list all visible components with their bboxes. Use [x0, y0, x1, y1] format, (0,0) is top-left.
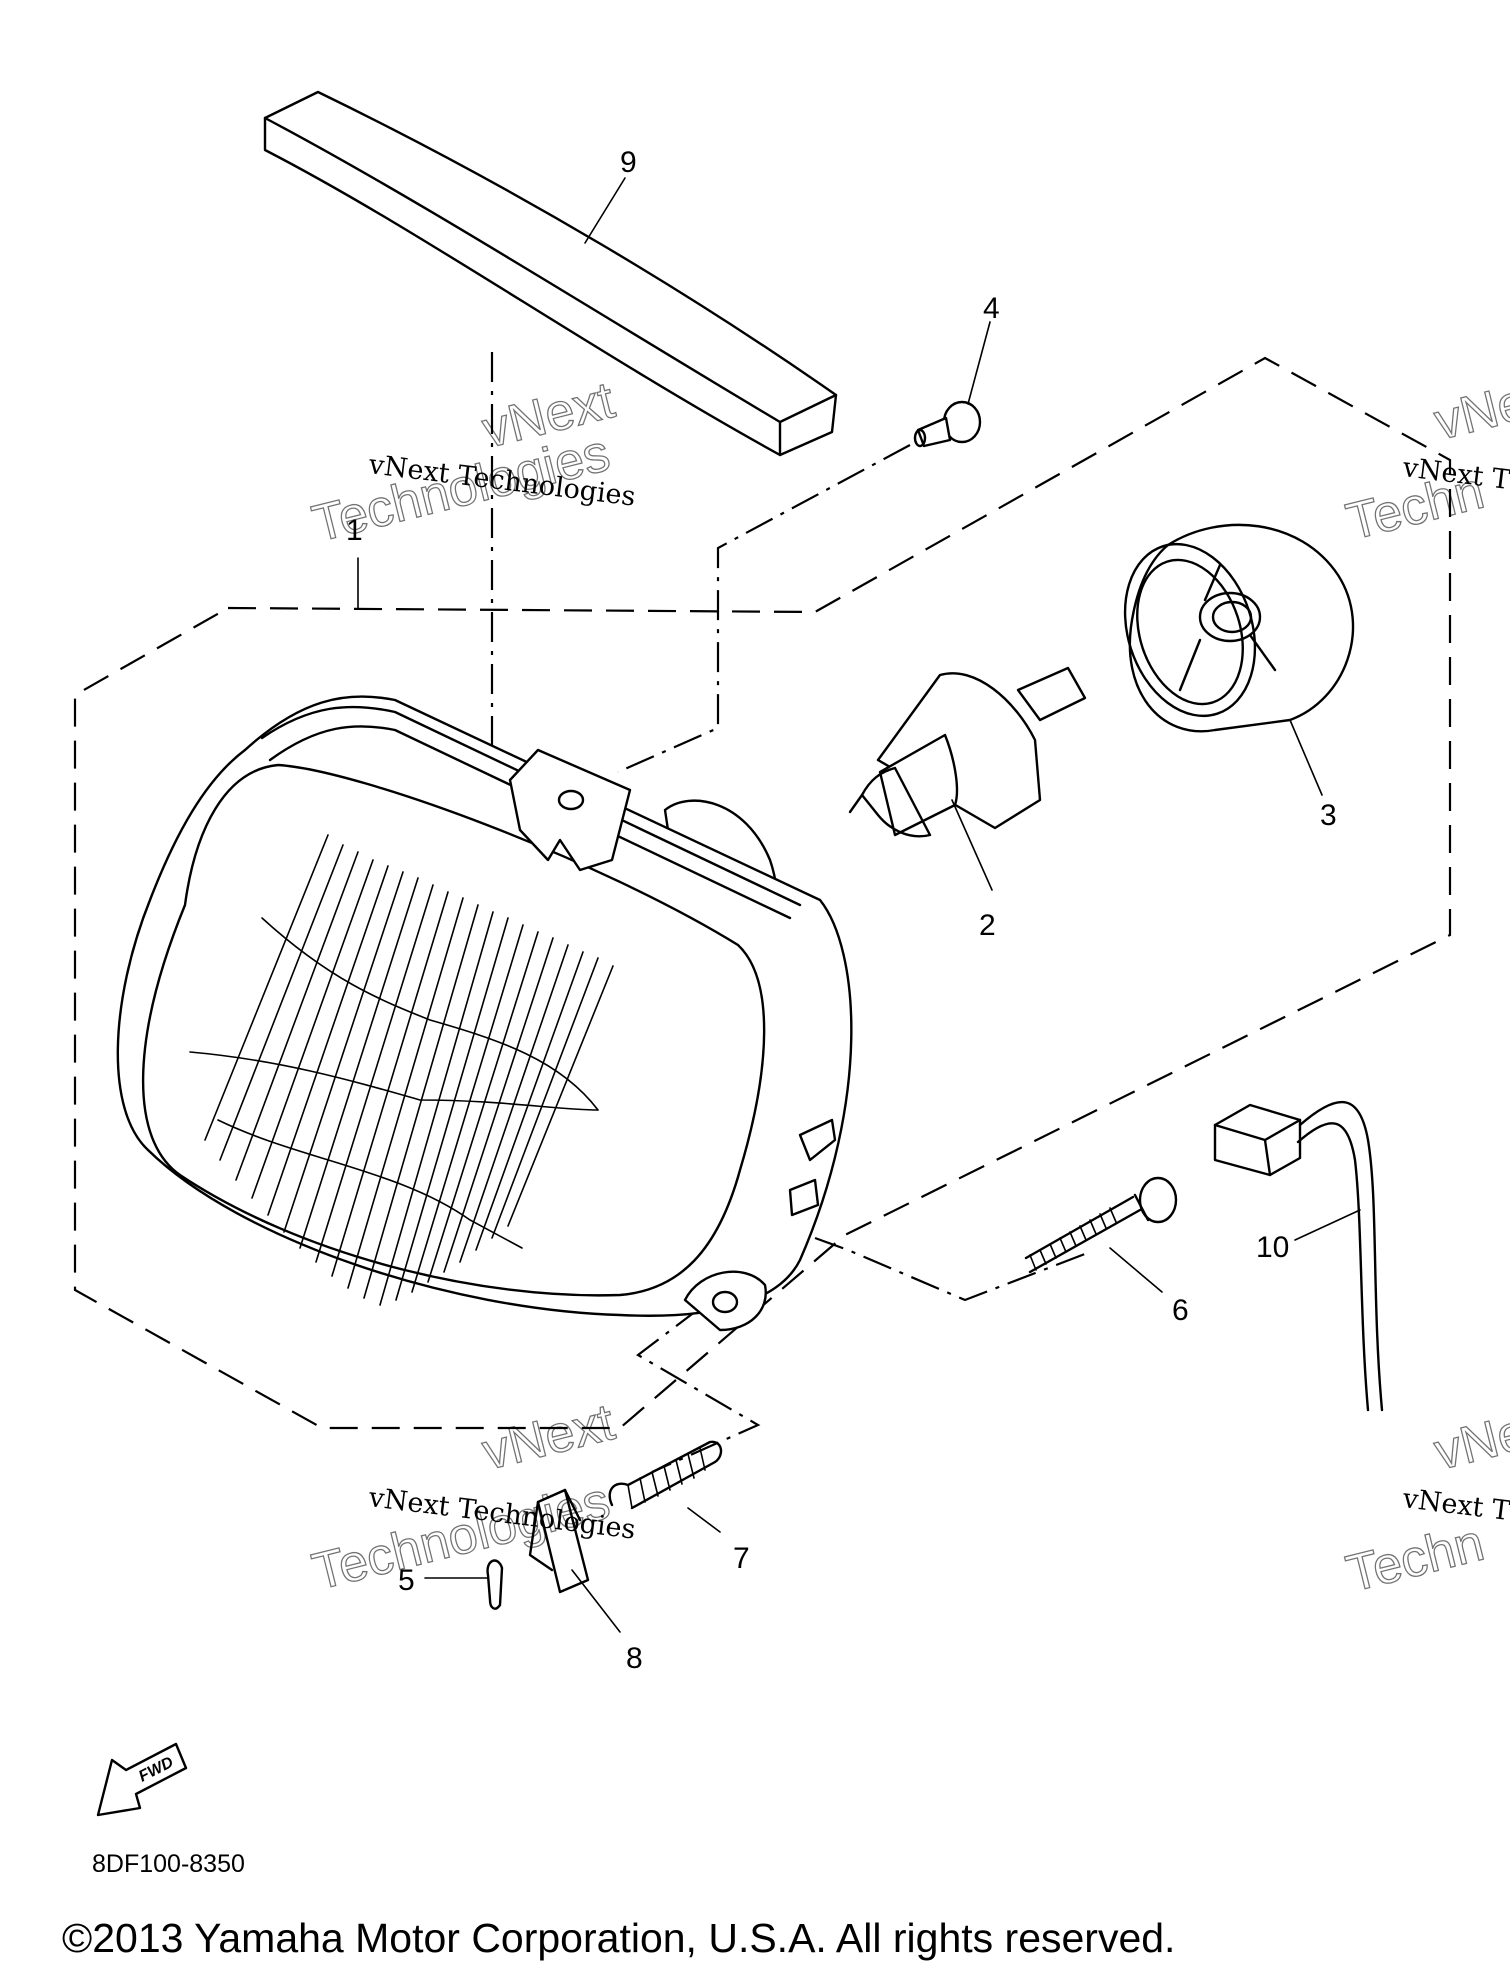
callout-4: 4: [983, 292, 1000, 325]
part-1-headlight: [116, 695, 853, 1332]
part-3-cover: [1123, 523, 1355, 733]
part-6-bolt: [1024, 1176, 1178, 1274]
leader-6: [1109, 1247, 1163, 1293]
callout-1: 1: [346, 514, 363, 547]
watermark-top-left: vNext Technologies vNext Technologies: [306, 370, 637, 554]
leader-3: [1289, 719, 1323, 796]
mount-line-6: [814, 1236, 1091, 1302]
leader-2: [951, 799, 993, 891]
leader-4: [967, 321, 991, 405]
leader-10: [1294, 1209, 1361, 1241]
part-9-visor: [263, 90, 838, 457]
watermark-bottom-right: vNext Techn vNext T: [1340, 1392, 1510, 1604]
svg-text:vNext: vNext: [477, 1393, 621, 1482]
svg-text:vNext: vNext: [1429, 1393, 1510, 1482]
assembly-outline: [73, 356, 1452, 1430]
callout-8: 8: [626, 1642, 643, 1675]
callout-5: 5: [398, 1564, 415, 1597]
leader-8: [571, 1569, 621, 1633]
callout-2: 2: [979, 909, 996, 942]
lens-pattern: [189, 834, 614, 1306]
part-8-clip: [528, 1488, 590, 1594]
mount-line-7: [636, 1307, 761, 1474]
part-5-pin: [486, 1559, 504, 1610]
callout-7: 7: [733, 1542, 750, 1575]
callout-10: 10: [1256, 1231, 1289, 1264]
part-4-screw: [913, 400, 982, 448]
callout-3: 3: [1320, 799, 1337, 832]
callout-9: 9: [620, 146, 637, 179]
callout-6: 6: [1172, 1294, 1189, 1327]
svg-text:vNext T: vNext T: [1400, 1483, 1510, 1527]
part-2-bulb: [848, 666, 1087, 838]
watermark-bottom-left: vNext Technologies vNext Technologies: [306, 1392, 637, 1602]
watermark-top-right: vNext Techn vNext T: [1340, 362, 1510, 552]
fwd-arrow-icon: FWD: [96, 1742, 188, 1817]
svg-text:Techn: Techn: [1341, 1514, 1490, 1604]
copyright-notice: ©2013 Yamaha Motor Corporation, U.S.A. A…: [62, 1915, 1175, 1961]
part-7-spring: [608, 1440, 723, 1510]
mount-line-4: [617, 444, 911, 774]
part-10-wire: [1213, 1100, 1384, 1412]
leader-9: [584, 177, 626, 244]
diagram-code: 8DF100-8350: [92, 1850, 245, 1878]
leader-7: [687, 1507, 721, 1533]
svg-text:vNext: vNext: [1429, 363, 1510, 452]
